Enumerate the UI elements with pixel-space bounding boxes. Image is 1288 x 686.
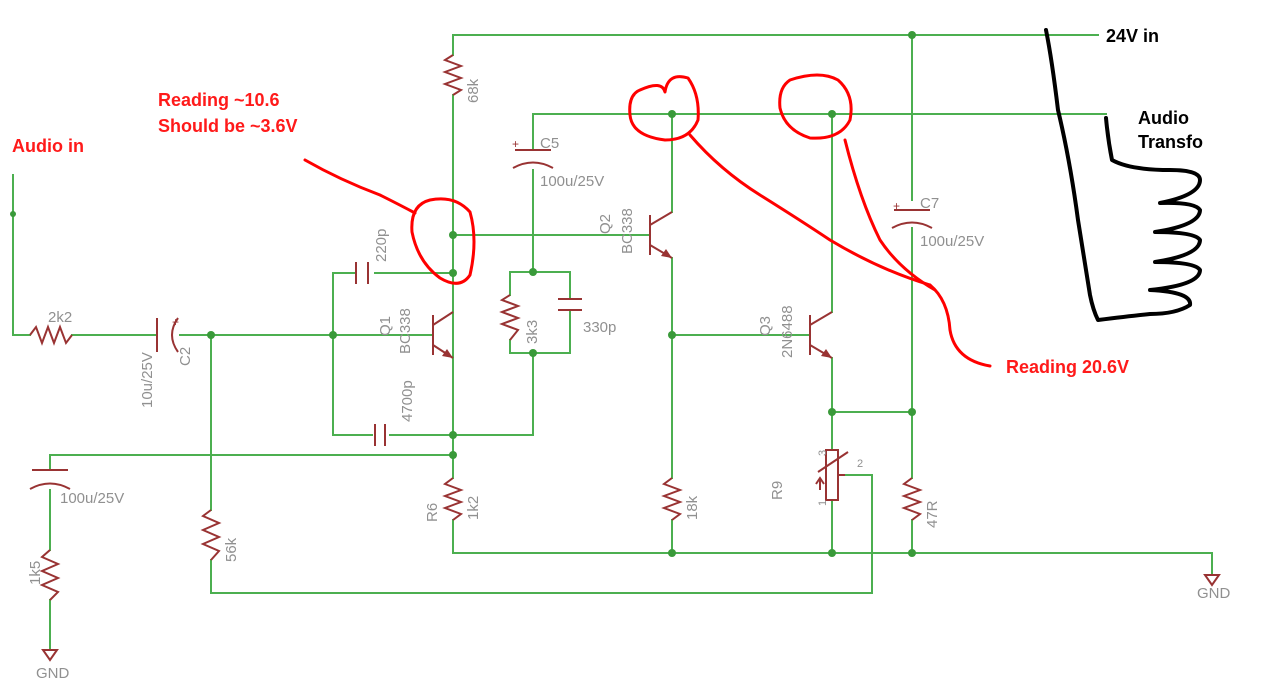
arrow-from-q2-circle: [688, 133, 932, 287]
transformer-outline: [1044, 28, 1202, 322]
junction-dot: [828, 110, 836, 118]
transformer-sketch: [1044, 28, 1202, 322]
junction-dot: [529, 349, 537, 357]
label-r6-name: R6: [424, 503, 441, 522]
transistor-q3: [809, 311, 833, 359]
label-47r: 47R: [924, 500, 941, 528]
label-transformer-line2: Transfo: [1138, 132, 1203, 152]
junction-dot: [668, 331, 676, 339]
red-annotation-marks: [303, 73, 992, 368]
label-r9-pin3: 3: [817, 450, 829, 456]
label-c2-name: C2: [177, 347, 194, 366]
junction-dot: [449, 451, 457, 459]
junction-dot: [329, 331, 337, 339]
annotation-reading-q1-line2: Should be ~3.6V: [158, 116, 298, 136]
annotation-reading-q1-line1: Reading ~10.6: [158, 90, 280, 110]
junction-dot: [908, 31, 916, 39]
label-q1-type: BC338: [397, 308, 414, 354]
capacitor-c5-curve: [512, 161, 554, 169]
label-q3-type: 2N6488: [779, 305, 796, 358]
label-supply-in: 24V in: [1106, 26, 1159, 46]
label-r9-pin1: 1: [817, 500, 829, 506]
junction-dot: [668, 110, 676, 118]
label-r9-name: R9: [769, 481, 786, 500]
label-2k2: 2k2: [48, 309, 72, 326]
junction-dot: [668, 549, 676, 557]
resistor-68k: [442, 54, 464, 96]
capacitor-c5-plus: +: [512, 137, 519, 151]
transistor-q1: [432, 311, 454, 359]
resistor-3k3: [499, 294, 521, 341]
wire-gnd-rail: [452, 552, 1213, 576]
label-56k: 56k: [223, 537, 240, 562]
label-68k: 68k: [465, 78, 482, 103]
label-3k3: 3k3: [524, 320, 541, 344]
wire-audio-in: [12, 174, 31, 336]
junction-dot: [207, 331, 215, 339]
arrow-from-q3-circle: [843, 138, 937, 292]
label-4700p: 4700p: [399, 380, 416, 422]
label-c7-value: 100u/25V: [920, 233, 984, 250]
junction-dot: [449, 431, 457, 439]
gnd-symbol-right: [1203, 574, 1221, 587]
wire-56k-bottom: [210, 474, 873, 594]
gnd-symbol-left: [41, 649, 59, 662]
label-q2-name: Q2: [597, 214, 614, 234]
label-c7-name: C7: [920, 195, 939, 212]
capacitor-220p: [355, 262, 369, 284]
resistor-1k5: [39, 549, 61, 601]
junction-dot: [449, 269, 457, 277]
junctions: [10, 31, 916, 557]
transistor-q2: [649, 211, 673, 259]
label-gnd-right: GND: [1197, 585, 1231, 602]
junction-dot: [908, 549, 916, 557]
resistor-56k: [200, 509, 222, 561]
trimmer-r9: [815, 449, 849, 501]
junction-dot: [828, 408, 836, 416]
label-q1-name: Q1: [377, 316, 394, 336]
resistor-47r: [901, 477, 923, 521]
annotation-reading-q3: Reading 20.6V: [1006, 357, 1129, 377]
label-q2-type: BC338: [619, 208, 636, 254]
junction-dot: [449, 231, 457, 239]
capacitor-4700p: [374, 424, 386, 446]
arrow-q1-reading: [303, 158, 417, 215]
junction-dot: [908, 408, 916, 416]
circle-q1-collector: [410, 197, 476, 285]
capacitor-c2-curve: [171, 317, 179, 353]
capacitor-330p: [558, 298, 582, 311]
label-audio-in: Audio in: [12, 136, 84, 156]
circle-q2-collector: [628, 75, 700, 142]
resistor-18k: [661, 477, 683, 521]
label-q3-name: Q3: [757, 316, 774, 336]
capacitor-c7-curve: [891, 221, 933, 229]
label-18k: 18k: [684, 495, 701, 520]
label-cgnd-value: 100u/25V: [60, 490, 124, 507]
junction-dot: [10, 211, 16, 217]
resistor-r6: [442, 477, 464, 521]
circle-q3-collector: [778, 73, 853, 140]
label-c2-value: 10u/25V: [139, 352, 156, 408]
capacitor-c7-plus: +: [893, 199, 900, 213]
resistor-2k2: [29, 324, 73, 346]
junction-dot: [529, 268, 537, 276]
label-r6-value: 1k2: [465, 496, 482, 520]
label-1k5: 1k5: [27, 561, 44, 585]
capacitor-cgnd-curve: [29, 482, 71, 490]
label-c5-value: 100u/25V: [540, 173, 604, 190]
arrow-to-reading-q3: [928, 283, 992, 368]
junction-dot: [828, 549, 836, 557]
label-220p: 220p: [373, 229, 390, 262]
label-gnd-left: GND: [36, 665, 70, 682]
label-c5-name: C5: [540, 135, 559, 152]
capacitor-c2-plus: +: [172, 315, 179, 329]
label-330p: 330p: [583, 319, 616, 336]
label-r9-pin2: 2: [857, 458, 863, 470]
wire-network-top: [509, 271, 571, 298]
label-transformer-line1: Audio: [1138, 108, 1189, 128]
